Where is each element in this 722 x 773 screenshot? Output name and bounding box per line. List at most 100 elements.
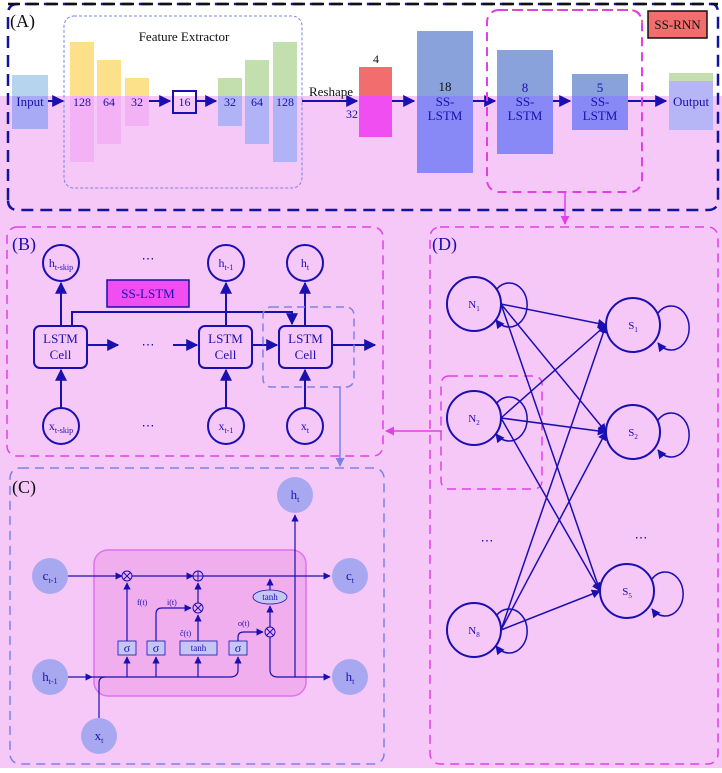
node-n8	[446, 602, 502, 658]
ellipsis-top: ⋯	[142, 251, 155, 266]
lstm-cell-t-line1: LSTM	[288, 331, 323, 346]
decoder-bars: 32 64 128	[218, 42, 297, 162]
input-block-bottom	[12, 96, 48, 129]
node-c-prev	[32, 558, 68, 594]
bus-wire	[92, 656, 242, 678]
encoder-bars: 128 64 32	[70, 42, 149, 162]
node-h-t-1-label: ht-1	[219, 256, 234, 272]
node-x-in	[81, 718, 117, 754]
input-block-top	[12, 75, 48, 96]
encoder-size-32: 32	[131, 95, 143, 109]
tanh-candidate-label: tanh	[191, 643, 207, 653]
panel-b-label: (B)	[12, 234, 36, 255]
output-multiply-x	[266, 628, 274, 636]
node-s2	[605, 404, 661, 460]
encoder-bar-64-bottom	[97, 96, 121, 144]
encoder-bar-32-bottom	[125, 96, 149, 126]
lstm-block-2-size: 8	[522, 80, 529, 95]
lstm-block-2-bottom	[497, 96, 553, 154]
node-h-prev	[32, 659, 68, 695]
node-s1	[605, 297, 661, 353]
edge-n3-to-s1	[500, 324, 608, 631]
panel-b: (B) SS-LSTM ht-skip ht-1 ht ⋯ LSTM Cell …	[6, 226, 384, 467]
reshape-dim-top: 4	[373, 52, 379, 66]
bottleneck-size: 16	[179, 95, 191, 109]
decoder-size-32: 32	[224, 95, 236, 109]
node-h-next-label: ht	[346, 669, 356, 686]
node-h-t-label: ht	[301, 256, 310, 272]
sigma-output-label: σ	[235, 641, 242, 655]
node-s5-self-loop	[651, 571, 684, 619]
lstm-block-1-size: 18	[439, 79, 452, 94]
lstm-block-1-top	[417, 31, 473, 96]
node-h-prev-label: ht-1	[42, 669, 57, 686]
n2-highlight-box	[440, 375, 543, 490]
lstm-cell-t-skip-line1: LSTM	[43, 331, 78, 346]
tanh-output-label: tanh	[262, 592, 278, 602]
edge-n3-to-s3	[500, 589, 601, 631]
output-block-top	[669, 73, 713, 81]
panel-d-frame	[429, 226, 719, 765]
reshape-dim-left: 32	[346, 107, 358, 121]
panel-c-label: (C)	[12, 477, 36, 498]
edge-n2-to-s2	[500, 417, 607, 436]
lstm-block-2-top	[497, 50, 553, 96]
node-h-top-label: ht	[291, 487, 301, 504]
node-n2-self-loop	[495, 396, 528, 444]
node-n1-self-loop	[495, 282, 528, 330]
node-x-t-1-label: xt-1	[219, 419, 234, 435]
ellipsis-middle: ⋯	[142, 337, 155, 352]
panel-c: (C) ct-1 ht-1 ct ht ht xt σ σ tanh σ	[9, 467, 385, 765]
node-n8-label: N8	[468, 625, 480, 639]
feature-extractor-title: Feature Extractor	[139, 29, 230, 44]
node-c-prev-label: ct-1	[43, 568, 58, 585]
node-s5	[599, 563, 655, 619]
node-n8-self-loop	[495, 608, 528, 656]
decoder-bar-32-top	[218, 78, 242, 96]
encoder-bar-128-top	[70, 42, 94, 96]
node-x-t-label: xt	[301, 419, 310, 435]
input-label: Input	[16, 94, 44, 109]
gate-c-label: č(t)	[180, 629, 191, 638]
output-gate-wire	[237, 628, 264, 641]
panel-a-label: (A)	[10, 11, 35, 32]
edge-n1-to-s2	[500, 303, 607, 433]
gate-i-label: i(t)	[167, 598, 177, 607]
sigma-input-label: σ	[153, 641, 160, 655]
node-h-t-skip	[42, 244, 80, 282]
network-edges	[500, 303, 608, 631]
node-s5-label: S5	[622, 586, 632, 600]
output-block-bottom	[669, 81, 713, 130]
x-in-wire	[98, 676, 106, 718]
decoder-bar-64-bottom	[245, 96, 269, 144]
node-h-top	[277, 477, 313, 513]
lstm-cell-t-1-line1: LSTM	[208, 331, 243, 346]
panel-b-frame	[6, 226, 384, 457]
node-h-t	[286, 244, 324, 282]
lstm-block-1-bottom	[417, 96, 473, 173]
lstm-cell-body	[93, 549, 307, 697]
gate-f-label: f(t)	[137, 598, 148, 607]
ellipsis-bottom: ⋯	[142, 418, 155, 433]
lstm-block-2-line2: LSTM	[508, 108, 543, 123]
forget-multiply-x	[123, 572, 131, 580]
lstm-block-3-bottom	[572, 96, 628, 130]
decoder-size-64: 64	[251, 95, 263, 109]
lstm-block-3-size: 5	[597, 80, 604, 95]
encoder-bar-128-bottom	[70, 96, 94, 162]
node-h-t-1	[207, 244, 245, 282]
node-n2	[446, 390, 502, 446]
node-c-next-label: ct	[346, 568, 355, 585]
reshape-block-top	[359, 67, 392, 96]
lstm-block-3-line2: LSTM	[583, 108, 618, 123]
encoder-size-64: 64	[103, 95, 115, 109]
ss-lstm-badge-text: SS-LSTM	[121, 286, 175, 301]
edge-n1-to-s3	[500, 303, 602, 592]
ssrnn-badge-text: SS-RNN	[654, 17, 701, 32]
decoder-bar-32-bottom	[218, 96, 242, 126]
edge-n1-to-s1	[500, 303, 607, 328]
gate-o-label: o(t)	[238, 619, 250, 628]
panel-d-label: (D)	[432, 234, 457, 255]
s-ellipsis: ⋯	[635, 530, 648, 545]
